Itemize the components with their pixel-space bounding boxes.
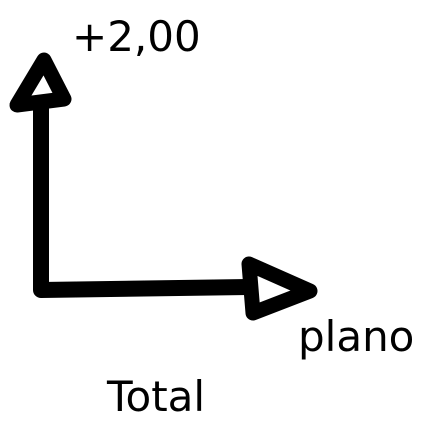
- axes-lines: [33, 97, 256, 298]
- vertical-arrow-label: +2,00: [72, 12, 201, 61]
- diagram-caption: Total: [107, 372, 206, 421]
- up-arrowhead-icon: [9, 52, 72, 113]
- right-arrowhead-icon: [241, 256, 318, 321]
- horizontal-arrow-label: plano: [298, 312, 415, 361]
